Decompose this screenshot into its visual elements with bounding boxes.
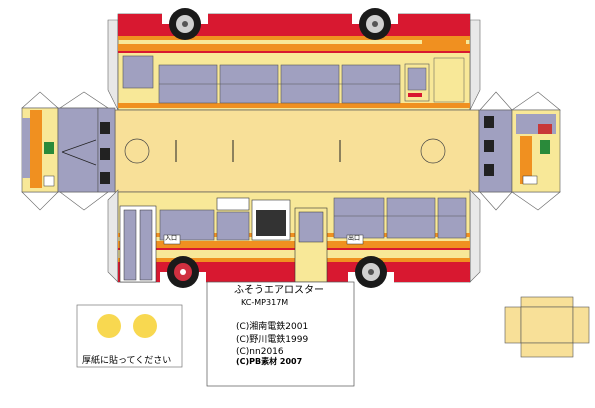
wheel-icon [162,4,208,40]
exit-door-label: 出口 [348,235,361,242]
bus-roof-panel [114,109,480,193]
bus-rear-panel [478,91,561,211]
model-name: ふそうエアロスター [234,285,324,296]
bus-side-right-panel [107,189,481,294]
credit-line: (C)nn2016 [236,347,284,357]
bus-side-left-panel [107,4,481,111]
credit-line: (C)PB素材 2007 [236,357,303,366]
model-code: KC-MP317M [241,298,289,307]
wheel-icon [352,4,398,40]
entry-door-label: 入口 [165,235,178,242]
credit-line: (C)湘南電鉄2001 [236,322,309,332]
bus-floor-panel [206,281,355,387]
wheel-icon [160,256,206,294]
wheel-icon [348,256,394,294]
box-net [504,296,590,358]
instruction-note: 厚紙に貼ってください [82,356,172,366]
wheel-discs-panel [76,304,183,368]
bus-front-panel [21,91,116,211]
credit-line: (C)野川電鉄1999 [236,335,309,345]
